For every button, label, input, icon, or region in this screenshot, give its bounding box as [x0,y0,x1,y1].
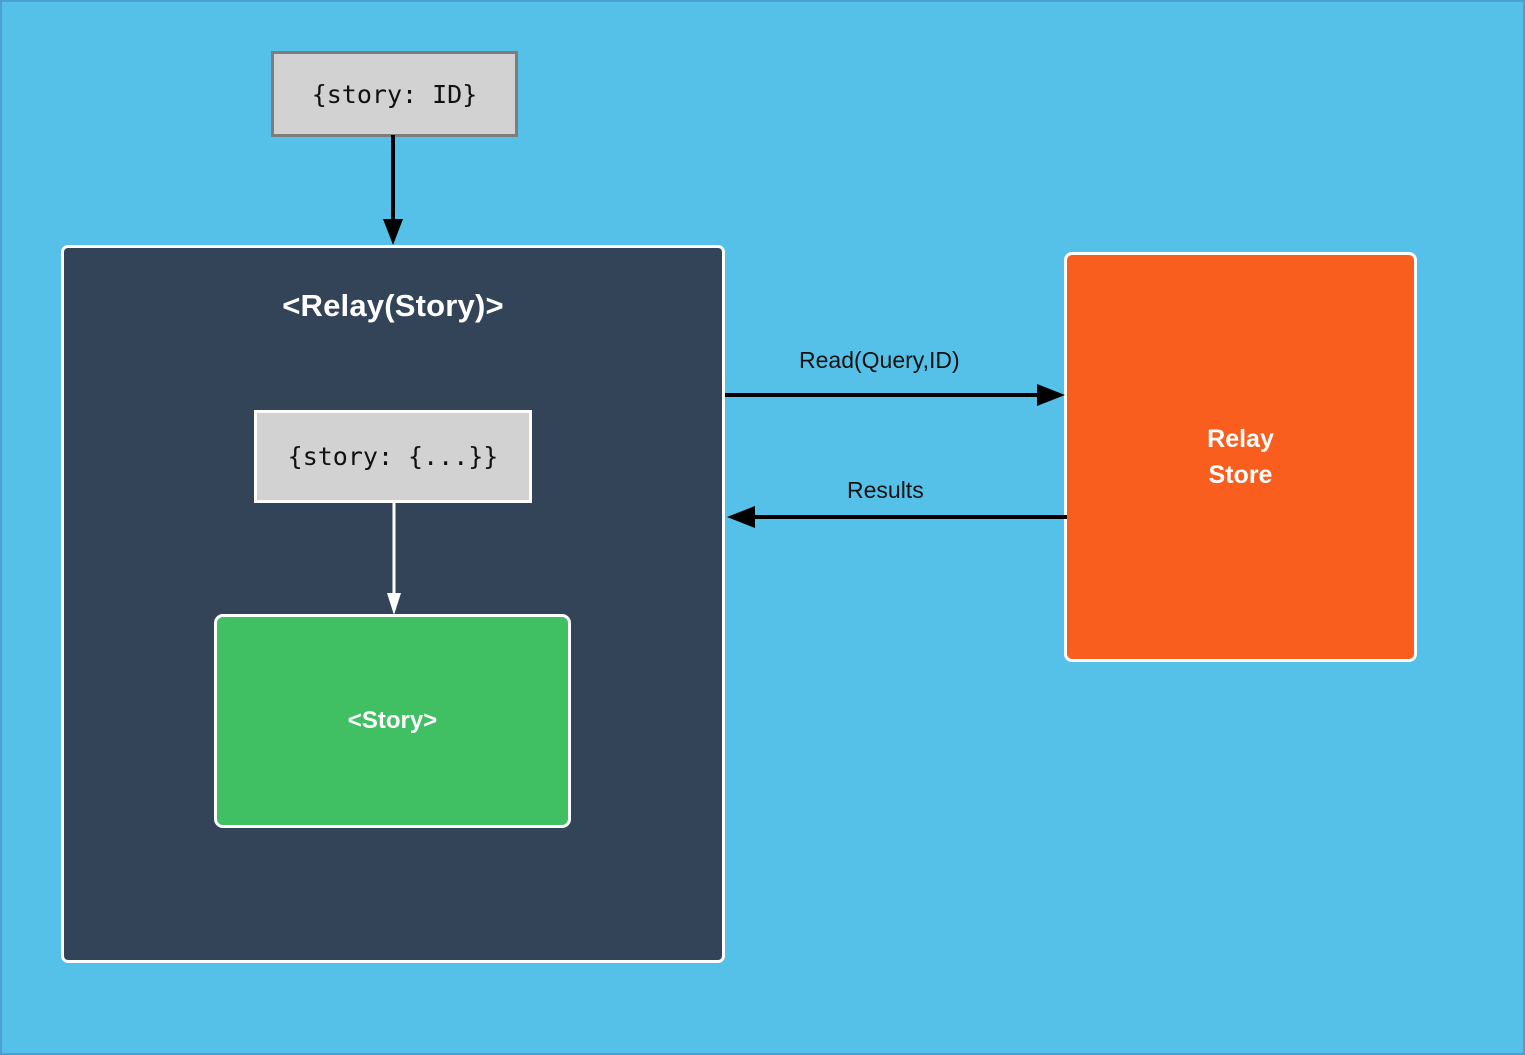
query-input-label: {story: ID} [311,79,478,109]
relay-story-title: <Relay(Story)> [282,288,504,323]
resolved-data-label: {story: {...}} [287,442,499,471]
arrow-query-to-relay [383,135,403,245]
arrow-read-query-label: Read(Query,ID) [799,347,960,373]
story-component-box: <Story> [214,614,571,828]
relay-story-container: <Relay(Story)> [61,245,725,963]
arrow-results-label: Results [847,477,924,503]
arrow-results [727,506,1067,528]
story-component-label: <Story> [347,707,438,734]
resolved-data-box: {story: {...}} [254,410,532,503]
query-input-box: {story: ID} [271,51,518,137]
relay-store-box: Relay Store [1064,252,1417,662]
relay-store-label-line2: Store [1208,461,1273,489]
relay-store-label-line1: Relay [1207,424,1274,453]
arrow-read-query [725,384,1065,406]
relay-store-label: Relay Store [1207,421,1274,494]
